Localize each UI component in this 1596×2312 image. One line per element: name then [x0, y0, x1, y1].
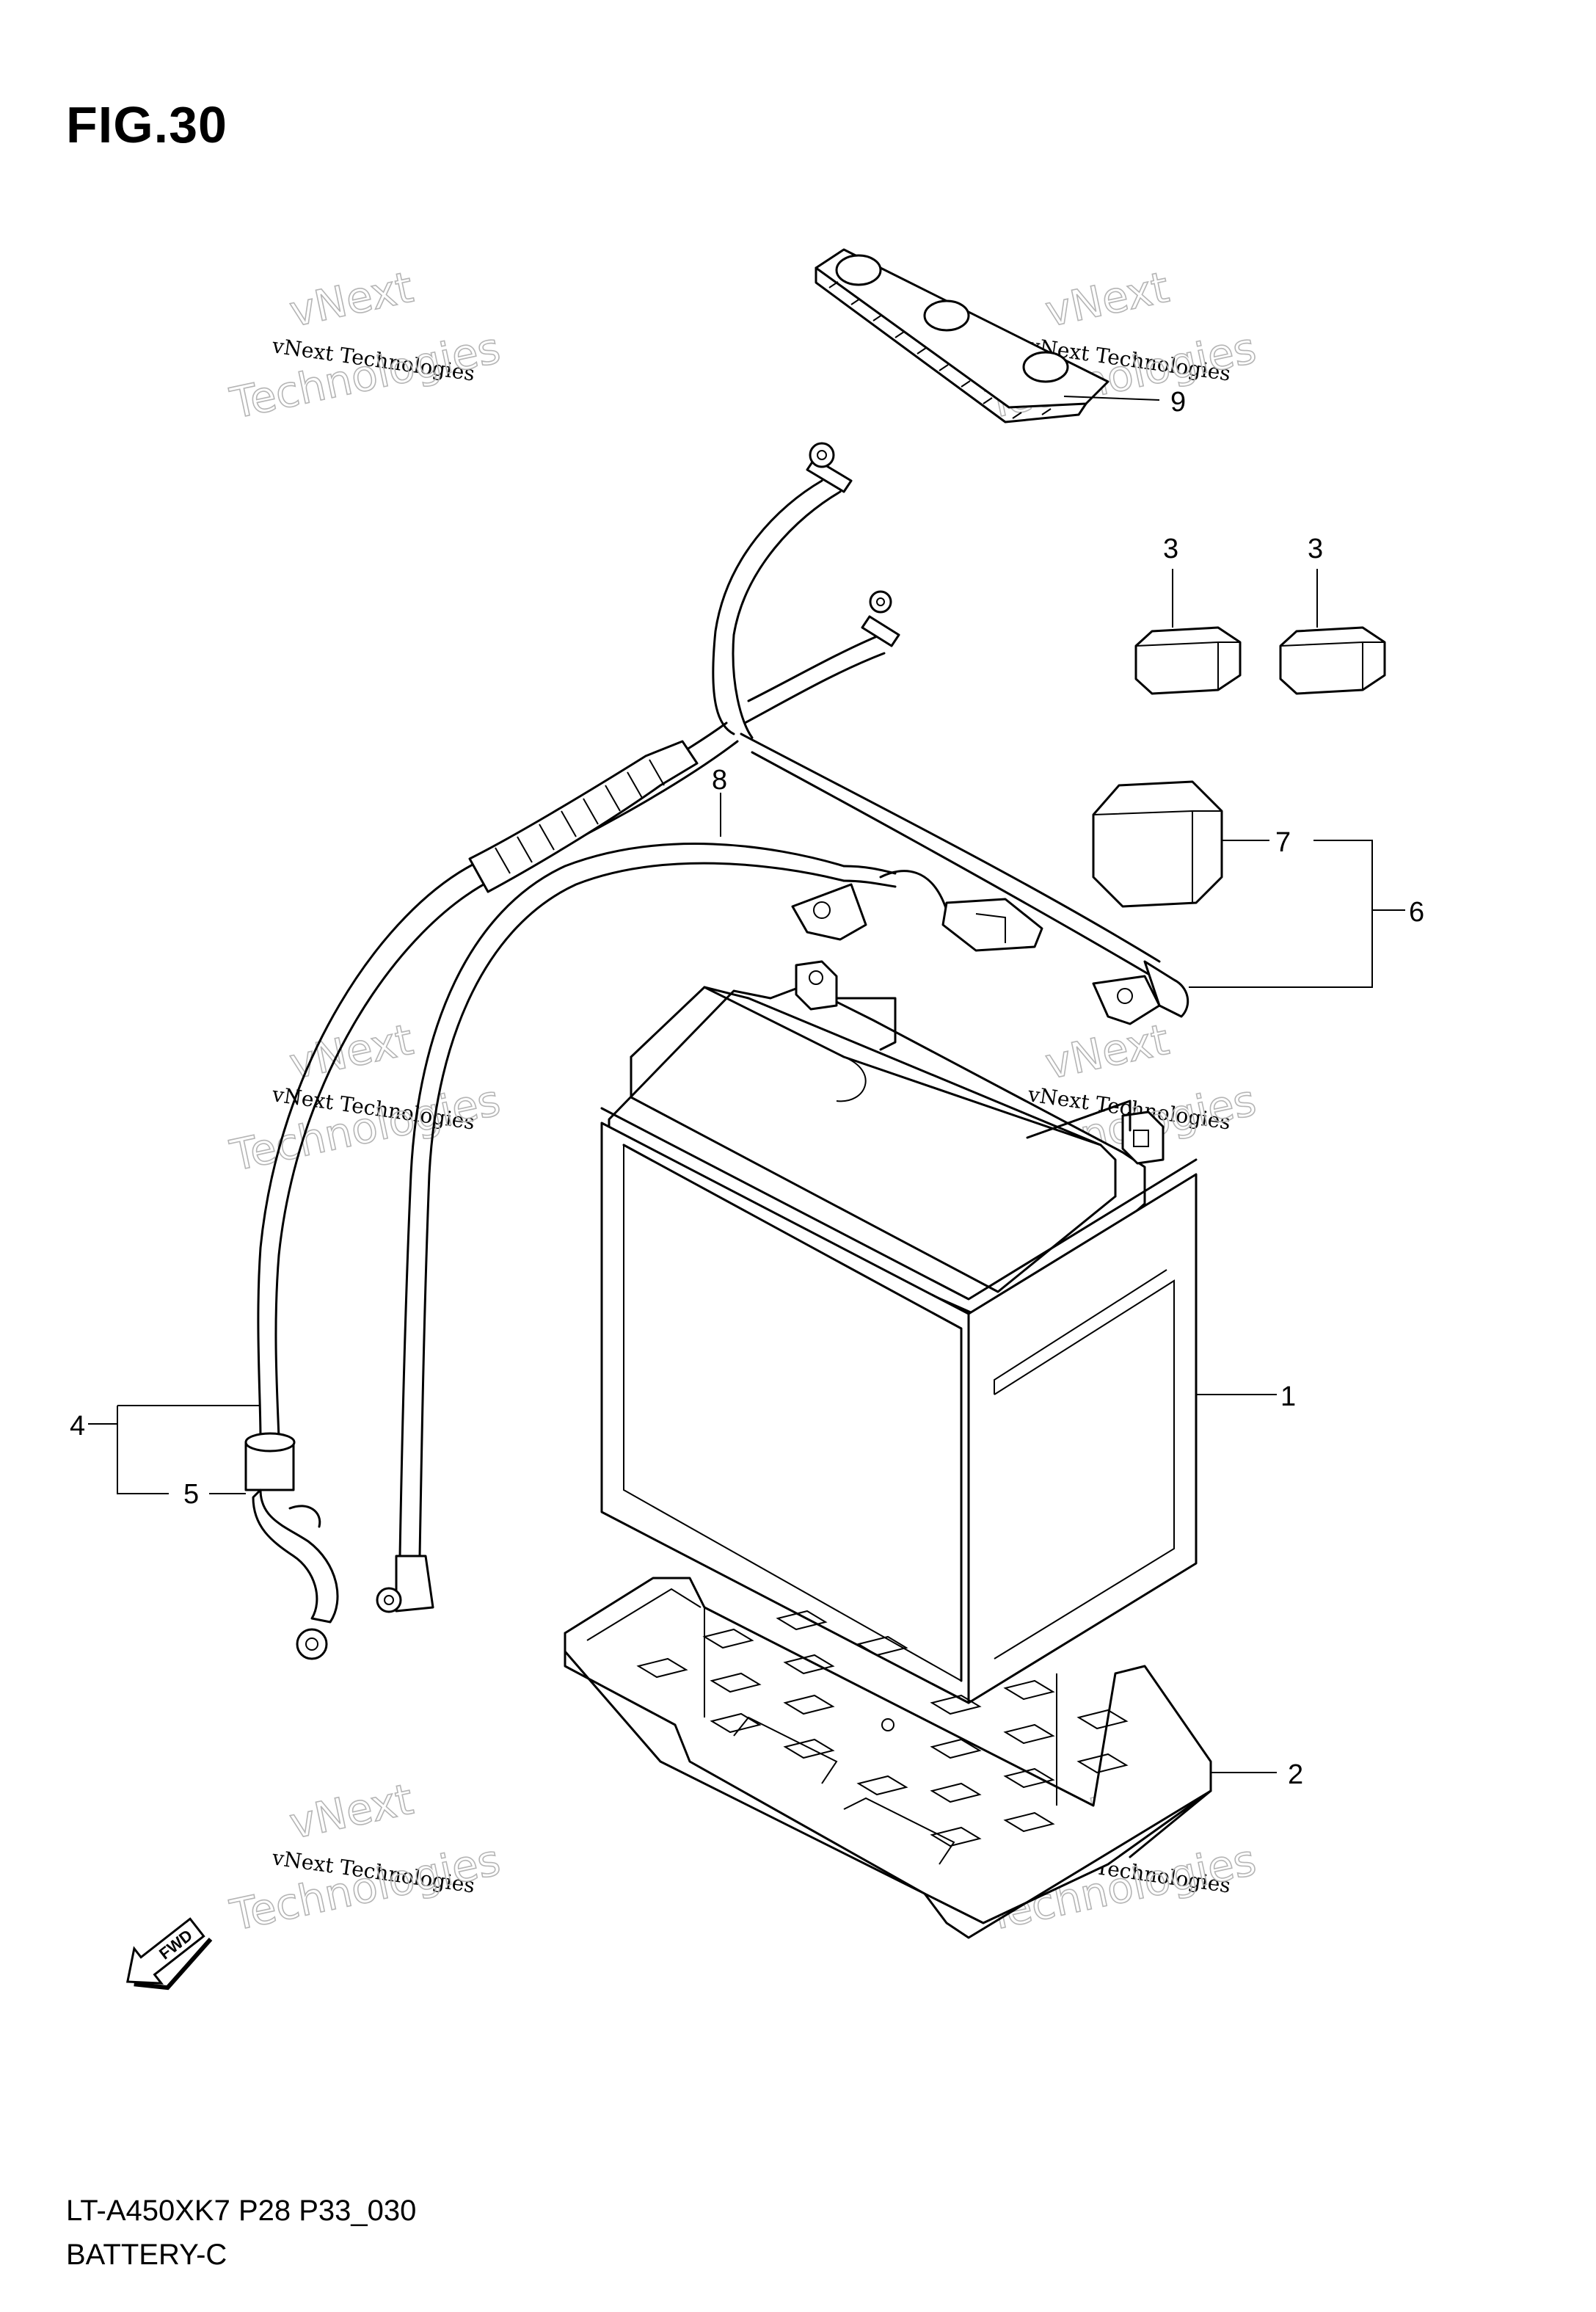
watermark-bottom-left: vNext vNext Technologies Technologies: [225, 1773, 505, 1941]
fwd-arrow-icon: FWD: [125, 1917, 213, 1991]
figure-title: FIG.30: [66, 96, 227, 153]
terminal-cover-part-7: [1092, 780, 1223, 908]
leader-line-9: [1063, 396, 1160, 401]
svg-text:vNext: vNext: [285, 1774, 418, 1849]
svg-text:Technologies: Technologies: [226, 323, 505, 429]
bracket-6: [1189, 840, 1373, 988]
svg-text:Technologies: Technologies: [226, 1835, 505, 1941]
ground-cable-part-8: [376, 843, 1043, 1613]
callout-2: 2: [1288, 1759, 1303, 1790]
callout-3a: 3: [1163, 534, 1178, 564]
terminal-cap-part-3a: [1134, 626, 1242, 695]
callout-5: 5: [183, 1479, 199, 1510]
bracket-4: [117, 1406, 169, 1494]
battery-part-1: [600, 960, 1198, 1704]
terminal-cap-part-3b: [1279, 626, 1386, 695]
svg-text:vNext: vNext: [1041, 1014, 1173, 1089]
callout-9: 9: [1170, 387, 1186, 418]
watermark-top-left: vNext vNext Technologies Technologies: [225, 261, 505, 429]
callout-7: 7: [1275, 827, 1291, 858]
callout-3b: 3: [1308, 534, 1323, 564]
watermark-middle-left: vNext vNext Technologies Technologies: [225, 1014, 505, 1182]
battery-cable-part-4: [244, 442, 1189, 1660]
callout-8: 8: [712, 765, 727, 796]
model-code: LT-A450XK7 P28 P33_030: [66, 2195, 417, 2227]
battery-tray-part-2: [564, 1577, 1212, 1939]
diagram-name: BATTERY-C: [66, 2239, 227, 2271]
svg-text:vNext: vNext: [285, 262, 418, 337]
svg-text:Technologies: Technologies: [226, 1075, 505, 1181]
battery-band-part-9: [815, 248, 1109, 423]
svg-text:vNext: vNext: [285, 1014, 418, 1089]
svg-text:vNext: vNext: [1041, 262, 1173, 337]
callout-1: 1: [1280, 1381, 1296, 1412]
callout-4: 4: [70, 1411, 85, 1442]
callout-6: 6: [1409, 897, 1424, 928]
